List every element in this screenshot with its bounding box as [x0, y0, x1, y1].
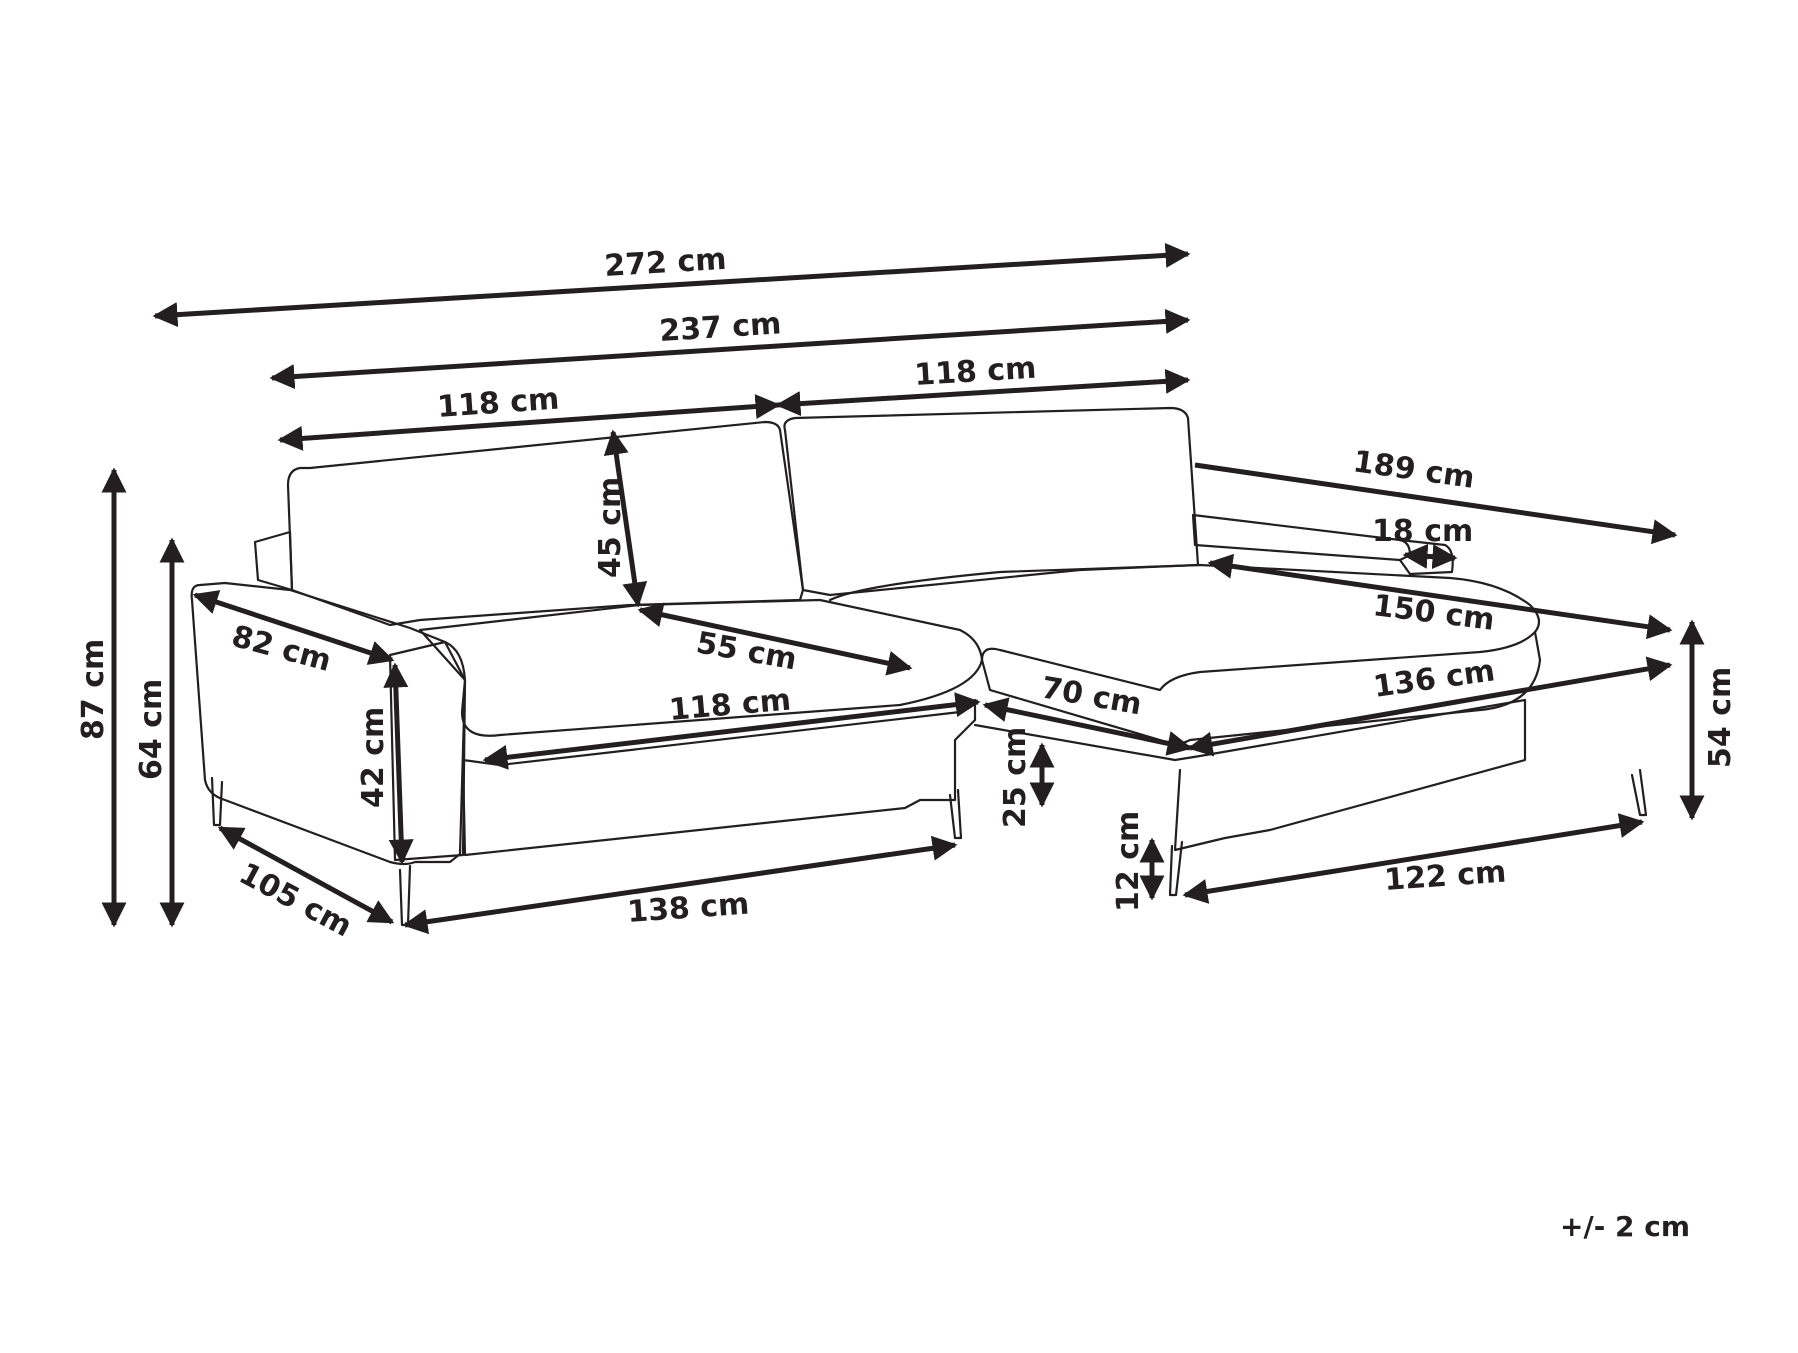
- leg-front-left: [398, 864, 412, 927]
- leg-rear-left: [210, 776, 224, 827]
- arrow-backrest-height: [603, 429, 648, 608]
- label-arm-height: 64 cm: [134, 679, 169, 780]
- leg-chaise-front: [1168, 840, 1184, 897]
- left-armrest: [190, 581, 467, 866]
- leg-middle: [948, 788, 963, 840]
- label-arm-depth: 82 cm: [228, 619, 335, 679]
- tolerance-note: +/- 2 cm: [1560, 1210, 1691, 1243]
- arrow-total-depth: [217, 825, 395, 925]
- arrow-arm-depth: [192, 590, 395, 665]
- arrow-seat-width: [482, 692, 981, 770]
- label-right-seat-back: 118 cm: [913, 351, 1037, 393]
- arrow-back-width: [269, 308, 1191, 390]
- arrow-chaise-seat-length: [1207, 553, 1673, 640]
- label-chaise-seat-length: 150 cm: [1371, 588, 1496, 638]
- label-base-length: 138 cm: [626, 887, 750, 930]
- arrow-chaise-base-length: [1182, 813, 1645, 904]
- label-left-seat-back: 118 cm: [436, 382, 560, 425]
- label-chaise-arm: 18 cm: [1372, 514, 1473, 549]
- arrow-chaise-length: [1194, 462, 1678, 545]
- arrow-chaise-width: [982, 697, 1193, 756]
- label-leg-height: 12 cm: [1111, 811, 1146, 912]
- arrow-seat-depth: [637, 602, 913, 676]
- rear-arm-left: [253, 530, 294, 592]
- label-seat-height: 42 cm: [356, 707, 391, 808]
- label-total-height: 87 cm: [76, 639, 111, 740]
- dimension-lines: [101, 242, 1705, 935]
- label-total-width: 272 cm: [603, 242, 727, 284]
- label-backrest-height: 45 cm: [593, 477, 628, 578]
- label-chaise-width: 70 cm: [1039, 670, 1145, 722]
- label-seat-width: 118 cm: [668, 682, 793, 728]
- main-seat-cushion: [418, 598, 984, 737]
- label-chaise-height: 54 cm: [1703, 667, 1738, 768]
- leg-chaise-right: [1630, 768, 1648, 817]
- dimension-labels: 272 cm 237 cm 118 cm 118 cm 189 cm 18 cm…: [76, 242, 1738, 945]
- arrow-seat-height: [383, 662, 414, 865]
- left-back-cushion: [286, 420, 805, 627]
- label-back-width: 237 cm: [658, 306, 782, 349]
- label-chaise-base-length: 122 cm: [1383, 855, 1507, 898]
- arrow-total-width: [152, 242, 1191, 328]
- arrow-chaise-inner-length: [1187, 656, 1673, 757]
- label-chaise-base: 25 cm: [998, 727, 1033, 828]
- arrow-right-seat-back: [775, 368, 1191, 417]
- arrow-left-seat-back: [277, 394, 781, 451]
- arrow-base-length: [402, 835, 958, 935]
- arrow-chaise-arm: [1402, 543, 1458, 570]
- label-seat-depth: 55 cm: [694, 625, 800, 677]
